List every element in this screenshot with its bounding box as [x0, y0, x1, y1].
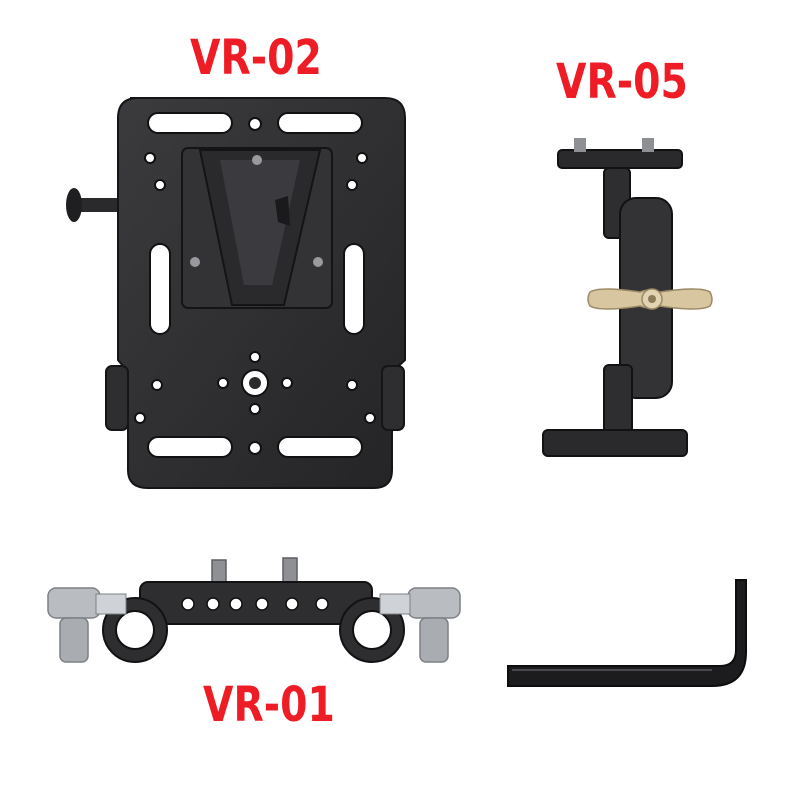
vr-05-label: VR-05	[556, 54, 688, 110]
vr-01-label: VR-01	[203, 677, 335, 733]
plate-slot	[277, 436, 363, 458]
plate-slot	[343, 243, 365, 335]
allen-key	[507, 579, 747, 687]
plate-lever-knob	[66, 188, 82, 222]
bracket-base	[542, 429, 688, 457]
plate-slot	[147, 112, 233, 134]
plate-slot	[277, 112, 363, 134]
plate-holes	[134, 117, 376, 455]
plate-lever	[70, 198, 130, 212]
plate-slot	[149, 243, 171, 335]
plate-slot	[147, 436, 233, 458]
vr-02-label: VR-02	[190, 30, 322, 86]
